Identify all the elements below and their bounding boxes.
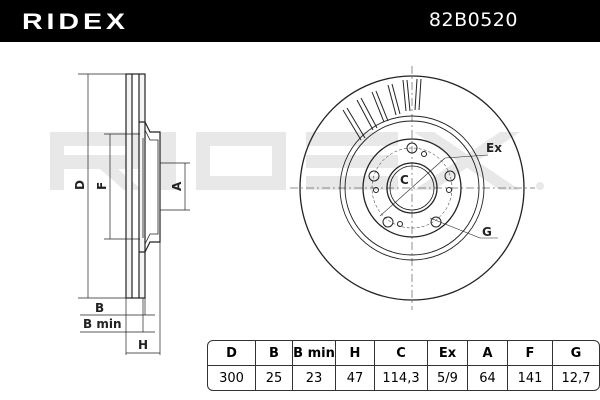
label-F: F bbox=[95, 182, 109, 190]
header-cell: D bbox=[208, 341, 256, 366]
label-G: G bbox=[482, 225, 492, 239]
value-cell: 12,7 bbox=[561, 370, 591, 386]
header-cell: A bbox=[468, 341, 508, 366]
watermark-letter-x bbox=[414, 132, 520, 190]
label-A: A bbox=[170, 181, 184, 191]
value-cell: 114,3 bbox=[375, 366, 428, 390]
watermark-letter-e bbox=[306, 132, 398, 190]
watermark-dot bbox=[536, 182, 544, 190]
value-cell: 300 bbox=[208, 366, 256, 390]
part-number: 82B0520 bbox=[428, 9, 518, 31]
value-cell: 23 bbox=[293, 366, 336, 390]
value-cell: 64 bbox=[468, 366, 508, 390]
label-B: B bbox=[95, 301, 104, 315]
value-cell: 5/9 bbox=[428, 366, 468, 390]
value-cell: 47 bbox=[336, 366, 375, 390]
value-cell: 25 bbox=[256, 366, 293, 390]
label-B-min: B min bbox=[83, 317, 121, 331]
label-Ex: Ex bbox=[486, 141, 502, 155]
label-C: C bbox=[400, 173, 409, 187]
dimension-lines bbox=[78, 73, 190, 355]
header-cell: B min bbox=[293, 341, 336, 366]
label-H: H bbox=[138, 338, 148, 352]
header-cell: G bbox=[553, 341, 599, 366]
header-bar: RIDEX 82B0520 bbox=[0, 0, 600, 42]
disc-side-view bbox=[125, 73, 161, 299]
header-cell: Ex bbox=[428, 341, 468, 366]
header-cell: B bbox=[256, 341, 293, 366]
value-cell: 141 bbox=[508, 366, 553, 390]
watermark-letter-d bbox=[196, 132, 286, 190]
table-row: 300 25 23 47 114,3 5/9 64 141 12,7 bbox=[208, 366, 599, 390]
table-header-row: D B B min H C Ex A F G bbox=[208, 341, 599, 366]
header-cell: C bbox=[375, 341, 428, 366]
header-cell: F bbox=[508, 341, 553, 366]
disc-front-view bbox=[290, 66, 535, 310]
watermark-letter-i bbox=[160, 132, 176, 190]
spec-table: D B B min H C Ex A F G 300 25 23 47 114,… bbox=[207, 340, 600, 391]
brand-logo: RIDEX bbox=[22, 9, 129, 34]
header-cell: H bbox=[336, 341, 375, 366]
label-D: D bbox=[73, 180, 87, 190]
